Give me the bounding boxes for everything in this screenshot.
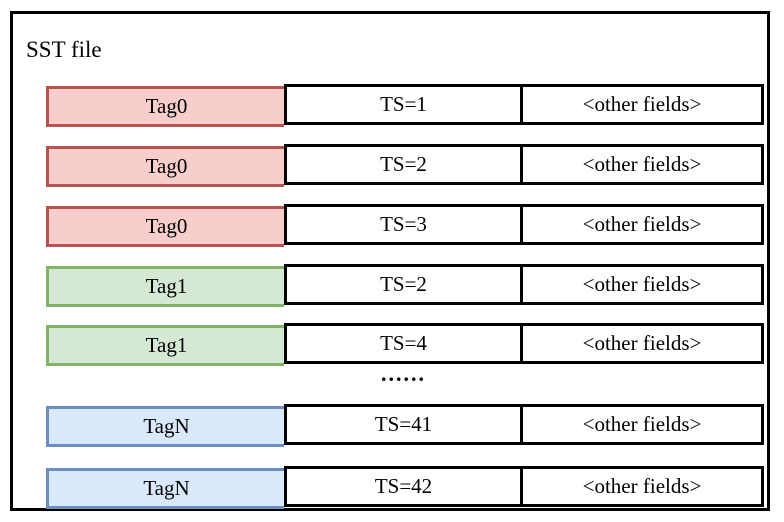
other-fields-cell: <other fields>: [523, 264, 764, 305]
timestamp-cell: TS=3: [284, 204, 523, 245]
tag-cell: Tag0: [46, 146, 284, 187]
timestamp-cell: TS=1: [284, 84, 523, 125]
sst-file-label: SST file: [26, 37, 102, 62]
other-fields-cell: <other fields>: [523, 466, 764, 507]
other-fields-cell: <other fields>: [523, 84, 764, 125]
rows-omitted-ellipsis: ......: [381, 361, 426, 386]
timestamp-cell: TS=41: [284, 404, 523, 445]
timestamp-cell: TS=2: [284, 144, 523, 185]
tag-cell: TagN: [46, 468, 284, 509]
tag-cell: TagN: [46, 406, 284, 447]
tag-cell: Tag1: [46, 266, 284, 307]
other-fields-cell: <other fields>: [523, 144, 764, 185]
record-row: Tag1 TS=2 <other fields>: [46, 264, 764, 307]
timestamp-cell: TS=42: [284, 466, 523, 507]
other-fields-cell: <other fields>: [523, 323, 764, 364]
timestamp-cell: TS=2: [284, 264, 523, 305]
record-row: Tag0 TS=3 <other fields>: [46, 204, 764, 247]
tag-cell: Tag0: [46, 206, 284, 247]
tag-cell: Tag0: [46, 86, 284, 127]
timestamp-cell: TS=4: [284, 323, 523, 364]
record-row: Tag0 TS=1 <other fields>: [46, 84, 764, 127]
tag-cell: Tag1: [46, 325, 284, 366]
record-row: TagN TS=41 <other fields>: [46, 404, 764, 447]
sst-file-container: SST file Tag0 TS=1 <other fields> Tag0 T…: [10, 11, 770, 511]
other-fields-cell: <other fields>: [523, 404, 764, 445]
other-fields-cell: <other fields>: [523, 204, 764, 245]
record-row: Tag1 TS=4 <other fields>: [46, 323, 764, 366]
record-row: TagN TS=42 <other fields>: [46, 466, 764, 509]
record-row: Tag0 TS=2 <other fields>: [46, 144, 764, 187]
